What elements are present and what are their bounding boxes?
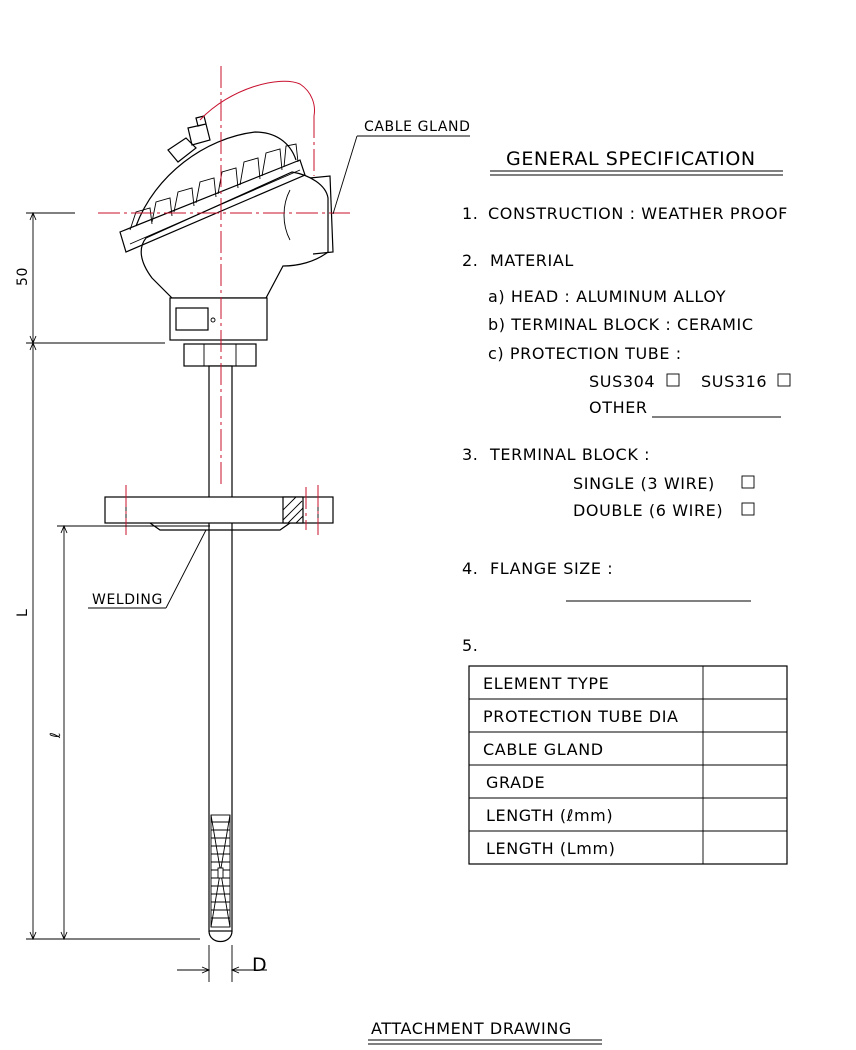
option-other-label: OTHER xyxy=(589,398,648,417)
svg-text:CABLE GLAND: CABLE GLAND xyxy=(364,119,470,135)
welding-callout: WELDING xyxy=(88,529,207,609)
tube-tip xyxy=(208,930,233,943)
dim-50-label: 50 xyxy=(15,267,31,286)
spec-3-num: 3. xyxy=(462,445,478,464)
option-double-checkbox[interactable] xyxy=(741,502,755,516)
spec-2b: b) TERMINAL BLOCK : CERAMIC xyxy=(488,315,754,334)
option-sus316-label: SUS316 xyxy=(701,372,767,391)
spec-1-num: 1. xyxy=(462,204,478,223)
option-sus304-checkbox[interactable] xyxy=(666,373,680,387)
dim-l-total-label: L xyxy=(15,609,31,617)
option-single-label: SINGLE (3 WIRE) xyxy=(573,474,715,493)
dim-l-insertion-label: ℓ xyxy=(48,732,64,739)
dimension-lines xyxy=(26,211,267,982)
spec-5-num: 5. xyxy=(462,636,478,655)
table-row-label: PROTECTION TUBE DIA xyxy=(483,707,679,726)
spec-2a: a) HEAD : ALUMINUM ALLOY xyxy=(488,287,726,306)
dim-d-label: D xyxy=(252,954,267,976)
spec-4-text: FLANGE SIZE : xyxy=(490,559,613,578)
lid-ribs xyxy=(129,143,299,231)
table-row-label: CABLE GLAND xyxy=(483,740,604,759)
table-row-label: LENGTH (ℓmm) xyxy=(486,806,613,825)
spec-table xyxy=(468,665,788,865)
svg-text:GENERAL SPECIFICATION: GENERAL SPECIFICATION xyxy=(506,148,756,170)
flange xyxy=(104,496,334,531)
spec-1-text: CONSTRUCTION : WEATHER PROOF xyxy=(488,204,788,223)
option-double-label: DOUBLE (6 WIRE) xyxy=(573,501,723,520)
spec-title: GENERAL SPECIFICATION xyxy=(490,148,783,176)
option-single-checkbox[interactable] xyxy=(741,475,755,489)
connection-head-body xyxy=(140,171,329,299)
connection-head-lid xyxy=(119,159,306,253)
thermocouple-assembly xyxy=(104,115,334,943)
caption: ATTACHMENT DRAWING xyxy=(368,1019,602,1045)
spec-2c: c) PROTECTION TUBE : xyxy=(488,344,682,363)
spec-4-num: 4. xyxy=(462,559,478,578)
spec-3-text: TERMINAL BLOCK : xyxy=(489,445,650,464)
lid-screw xyxy=(187,115,211,146)
table-row-label: LENGTH (Lmm) xyxy=(486,839,615,858)
option-sus316-checkbox[interactable] xyxy=(777,373,791,387)
spec-2-text: MATERIAL xyxy=(490,251,574,270)
lid-dome xyxy=(135,131,297,227)
table-row-label: GRADE xyxy=(486,773,545,792)
svg-text:WELDING: WELDING xyxy=(92,592,163,608)
neck-label-plate xyxy=(175,307,209,331)
table-row-label: ELEMENT TYPE xyxy=(483,674,609,693)
lid-chain xyxy=(199,80,315,121)
spec-2-num: 2. xyxy=(462,251,478,270)
option-sus304-label: SUS304 xyxy=(589,372,655,391)
cable-gland-boss xyxy=(309,175,334,255)
svg-text:ATTACHMENT DRAWING: ATTACHMENT DRAWING xyxy=(371,1019,572,1038)
cable-gland-callout: CABLE GLAND xyxy=(332,119,470,215)
hex-nut xyxy=(183,343,257,367)
sensing-element xyxy=(210,814,231,928)
